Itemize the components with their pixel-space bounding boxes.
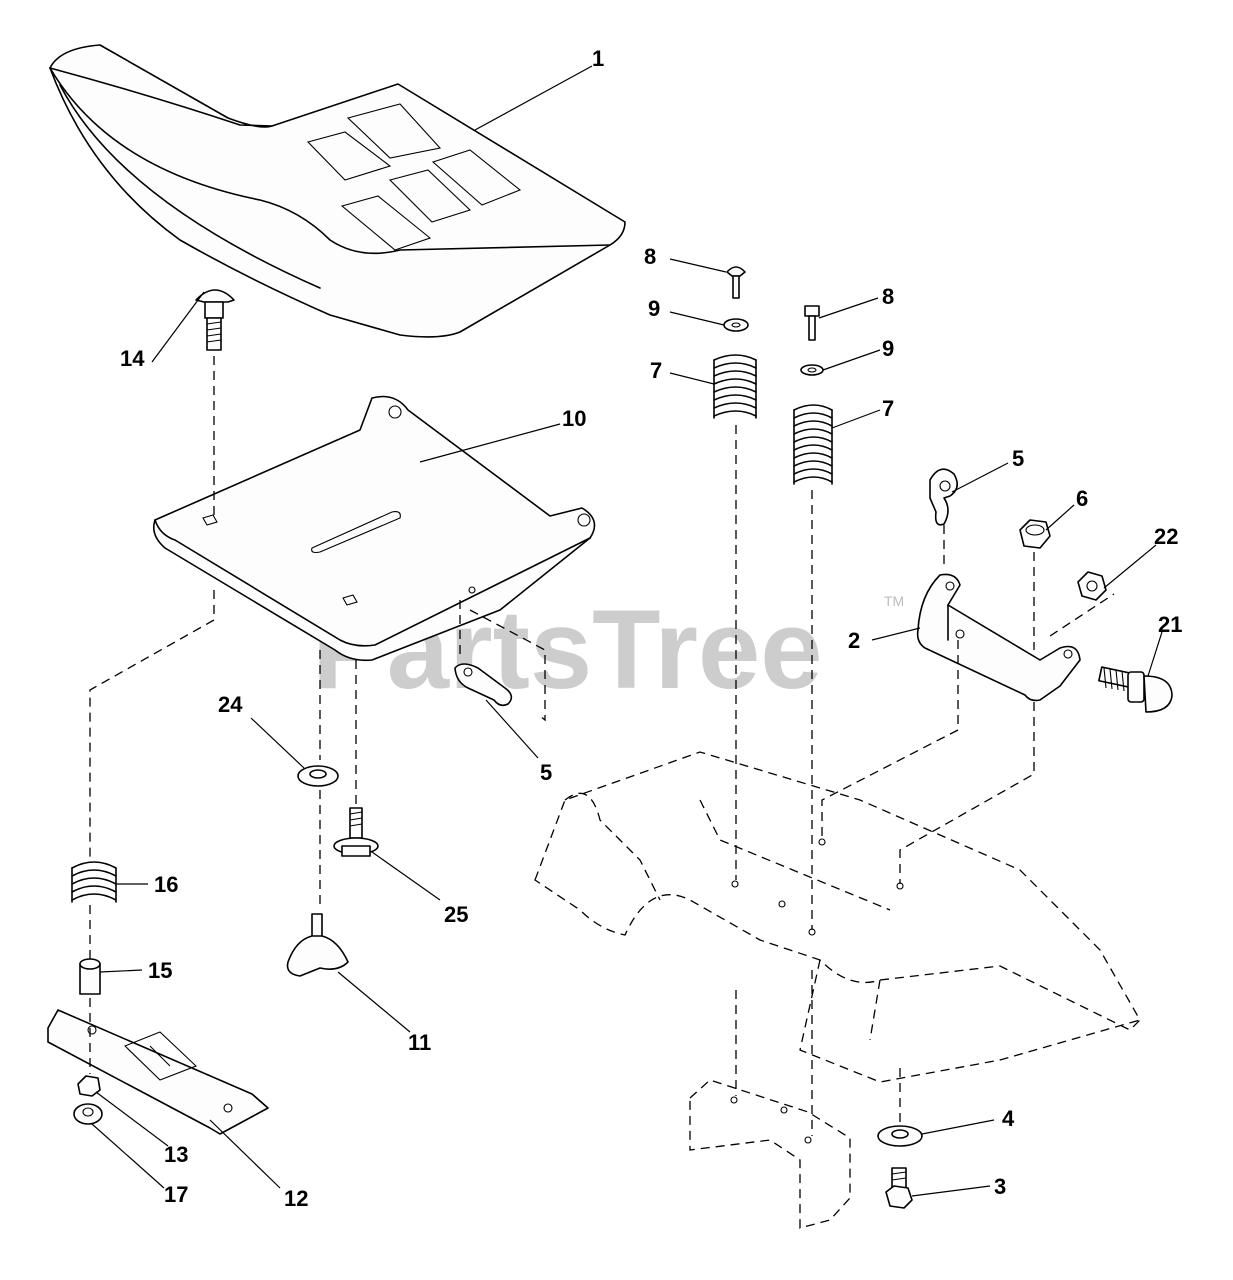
callout-9-right: 9 <box>882 336 894 361</box>
shoulder-bolt-part[interactable] <box>1098 666 1173 713</box>
assembly-lines <box>89 356 1115 1136</box>
callout-2: 2 <box>848 628 860 653</box>
callout-13: 13 <box>164 1142 188 1167</box>
seat-bracket-part[interactable] <box>916 573 1081 702</box>
callout-7-right: 7 <box>882 396 894 421</box>
callout-21: 21 <box>1158 612 1182 637</box>
callout-17: 17 <box>164 1182 188 1207</box>
callout-6: 6 <box>1076 486 1088 511</box>
adjustment-plate-part[interactable] <box>47 1009 269 1135</box>
knob-part[interactable] <box>286 913 349 977</box>
frame-bracket-reference <box>689 1079 851 1229</box>
spring-16-part[interactable] <box>71 861 117 903</box>
flange-nut-part[interactable] <box>73 1103 103 1125</box>
carriage-bolt-part[interactable] <box>195 289 235 351</box>
seat-pan-part[interactable] <box>152 395 596 662</box>
hex-nut-part[interactable] <box>1077 571 1107 601</box>
callout-8-right: 8 <box>882 284 894 309</box>
washer-part[interactable] <box>297 765 339 787</box>
callout-15: 15 <box>148 958 172 983</box>
spacer-part[interactable] <box>79 958 101 995</box>
spring-stack-right[interactable] <box>793 305 833 485</box>
callout-5-lower: 5 <box>540 760 552 785</box>
callout-12: 12 <box>284 1186 308 1211</box>
callout-1: 1 <box>592 46 604 71</box>
callout-8-left: 8 <box>644 244 656 269</box>
callouts: 1 14 10 8 9 7 8 9 7 5 6 22 2 21 24 5 25 … <box>120 46 1182 1211</box>
watermark-trademark: TM <box>884 593 904 609</box>
spring-clip-lower-part[interactable] <box>454 663 513 707</box>
callout-10: 10 <box>562 406 586 431</box>
callout-25: 25 <box>444 902 468 927</box>
callout-22: 22 <box>1154 524 1178 549</box>
spring-stack-left[interactable] <box>713 266 757 419</box>
callout-5-upper: 5 <box>1012 446 1024 471</box>
seat-part[interactable] <box>49 44 626 338</box>
washer-4-part[interactable] <box>877 1125 923 1147</box>
callout-9-left: 9 <box>648 296 660 321</box>
callout-14: 14 <box>120 346 145 371</box>
callout-11: 11 <box>408 1030 431 1055</box>
shoulder-bolt-25-part[interactable] <box>333 807 379 857</box>
callout-24: 24 <box>218 692 243 717</box>
fender-reference <box>534 751 1141 1083</box>
locknut-part[interactable] <box>77 1075 101 1097</box>
spring-clip-upper-part[interactable] <box>929 468 958 526</box>
callout-4: 4 <box>1002 1106 1015 1131</box>
nut-part[interactable] <box>1019 519 1051 549</box>
callout-16: 16 <box>154 872 178 897</box>
leader-lines <box>91 65 1163 1197</box>
callout-3: 3 <box>994 1174 1006 1199</box>
hex-bolt-part[interactable] <box>885 1167 913 1209</box>
callout-7-left: 7 <box>650 358 662 383</box>
